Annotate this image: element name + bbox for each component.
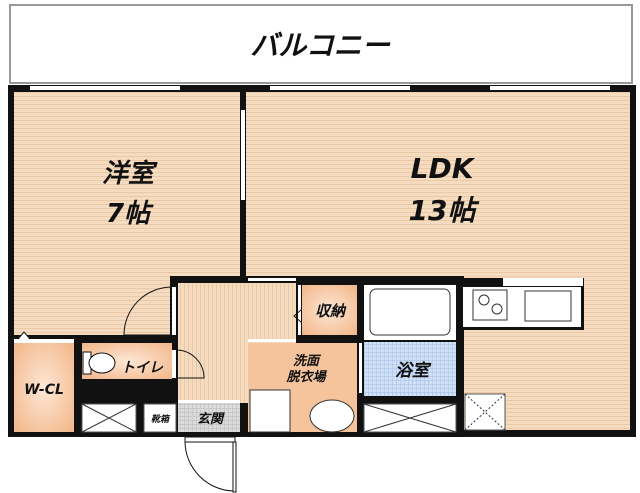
walk-in-closet: W-CL — [14, 331, 74, 432]
stove — [472, 289, 508, 321]
washroom-label-2: 脱衣場 — [285, 369, 327, 385]
shoe-box-label: 靴箱 — [151, 414, 171, 425]
western-room-name: 洋室 — [102, 159, 158, 189]
balcony: バルコニー — [9, 4, 633, 84]
storage-box — [81, 403, 137, 433]
ldk-name: LDK — [411, 152, 476, 185]
ldk-size: 13帖 — [409, 194, 480, 227]
storage-label: 収納 — [315, 302, 347, 320]
toilet-room: トイレ — [82, 343, 205, 379]
shoe-box: 靴箱 — [143, 403, 177, 433]
windows — [30, 86, 610, 90]
washing-machine-space — [249, 389, 291, 433]
storage-closet: 収納 — [293, 285, 357, 335]
hall-door[interactable] — [248, 278, 296, 281]
sink — [524, 290, 572, 322]
washroom-label-1: 洗面 — [293, 353, 322, 369]
fridge-space — [464, 393, 506, 431]
bathtub — [369, 288, 451, 336]
western-room-size: 7帖 — [106, 199, 154, 229]
balcony-label: バルコニー — [250, 29, 390, 62]
entrance: 玄関 — [178, 400, 240, 432]
wcl-label: W-CL — [24, 382, 64, 398]
storage-box-2 — [363, 403, 457, 433]
wash-basin — [309, 399, 355, 433]
western-room-door[interactable] — [123, 286, 176, 336]
sliding-door[interactable] — [241, 110, 245, 200]
bathroom-label: 浴室 — [395, 361, 432, 381]
kitchen-counter — [460, 278, 584, 330]
entrance-label: 玄関 — [197, 411, 225, 427]
toilet-door[interactable] — [175, 349, 205, 379]
bathtub-area — [364, 285, 456, 340]
entrance-door[interactable] — [184, 436, 237, 493]
washroom: 洗面 脱衣場 — [248, 339, 357, 433]
bathroom: 浴室 — [359, 342, 456, 396]
toilet-label: トイレ — [121, 360, 164, 376]
